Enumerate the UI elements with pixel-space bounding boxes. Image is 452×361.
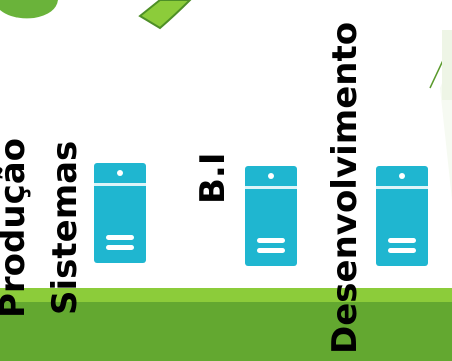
label-desenvolvimento: Desenvolvimento bbox=[328, 22, 362, 354]
label-bi: B.I bbox=[196, 153, 230, 204]
server-icon-bi bbox=[243, 164, 299, 268]
label-sistemas: Sistemas bbox=[48, 141, 82, 315]
server-icon-desenvolvimento bbox=[374, 164, 430, 268]
label-producao: Produção bbox=[0, 138, 30, 318]
leaf-shape-left bbox=[0, 0, 58, 18]
leaf-arrow-top bbox=[140, 0, 190, 28]
light-rect-right bbox=[442, 30, 452, 100]
server-icon-sistemas bbox=[92, 161, 148, 265]
